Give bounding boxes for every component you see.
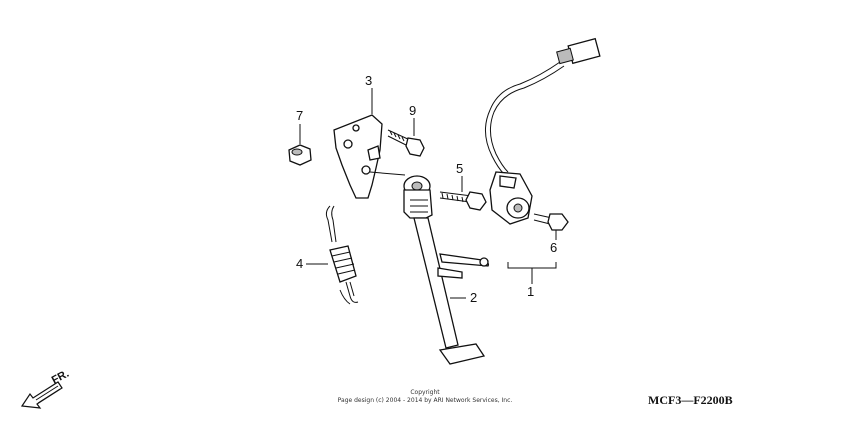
part-9-bolt — [387, 118, 425, 157]
callout-7: 7 — [296, 108, 303, 123]
callout-3: 3 — [365, 73, 372, 88]
part-3-bracket — [333, 88, 406, 199]
callout-1: 1 — [527, 284, 534, 299]
copyright-line-2: Page design (c) 2004 - 2014 by ARI Netwo… — [338, 397, 513, 404]
callout-9: 9 — [409, 103, 416, 118]
part-7-nut — [288, 124, 312, 166]
front-direction-label: FR. — [50, 368, 71, 387]
part-6-screw — [533, 213, 569, 240]
callout-6: 6 — [550, 240, 557, 255]
callout-2: 2 — [470, 290, 477, 305]
callout-4: 4 — [296, 256, 303, 271]
part-2-side-stand — [403, 175, 490, 365]
diagram-reference-code: MCF3—F2200B — [648, 393, 733, 407]
front-direction-arrow — [20, 381, 63, 409]
part-5-bolt — [439, 176, 487, 211]
part-1-switch — [485, 37, 601, 284]
part-4-spring — [306, 205, 359, 305]
copyright-line-1: Copyright — [410, 389, 440, 396]
callout-5: 5 — [456, 161, 463, 176]
